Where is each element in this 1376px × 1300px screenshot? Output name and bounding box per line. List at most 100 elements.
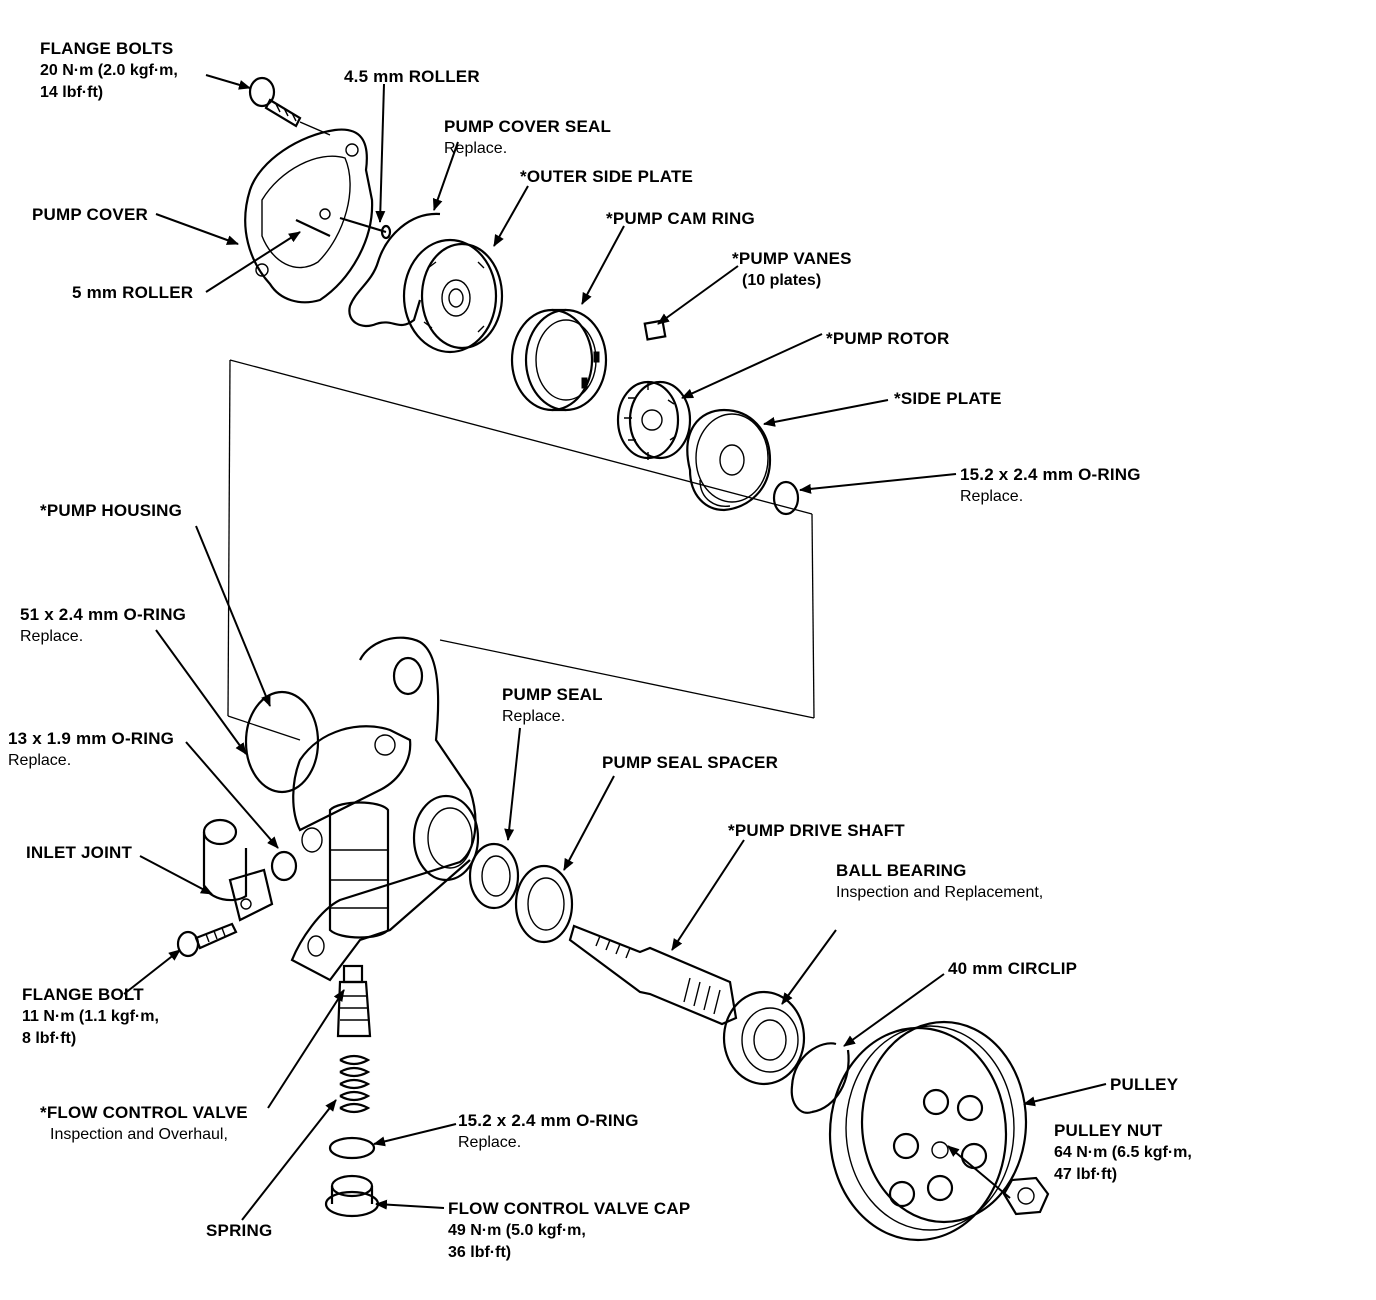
- pulley-nut-title: PULLEY NUT: [1054, 1121, 1163, 1140]
- circlip-40-title: 40 mm CIRCLIP: [948, 959, 1078, 978]
- pump-housing-title: *PUMP HOUSING: [40, 501, 183, 520]
- flange-bolts-spec1: 20 N·m (2.0 kgf·m,: [40, 62, 178, 79]
- o-ring-top-part: [772, 480, 800, 516]
- ball-bearing-title: BALL BEARING: [836, 861, 967, 880]
- pump-cam-ring-title: *PUMP CAM RING: [606, 209, 755, 228]
- pump-seal-title: PUMP SEAL: [502, 685, 603, 704]
- flow-control-valve-cap-part: [324, 1174, 380, 1218]
- side-plate-part: [686, 408, 772, 512]
- o-ring-51-part: [244, 690, 320, 794]
- label-outer-side-plate: *OUTER SIDE PLATE: [520, 166, 693, 188]
- circlip-part: [790, 1042, 850, 1114]
- label-pump-housing: *PUMP HOUSING: [40, 500, 182, 522]
- pump-cover-title: PUMP COVER: [32, 205, 148, 224]
- label-4-5-mm-roller: 4.5 mm ROLLER: [344, 66, 480, 88]
- assembly-guide-lines: [227, 359, 815, 741]
- o-ring-51-title: 51 x 2.4 mm O-RING: [20, 605, 187, 624]
- label-inlet-joint: INLET JOINT: [26, 842, 132, 864]
- label-5-mm-roller: 5 mm ROLLER: [72, 282, 193, 304]
- label-spring: SPRING: [206, 1220, 272, 1242]
- label-flange-bolts: FLANGE BOLTS 20 N·m (2.0 kgf·m, 14 lbf·f…: [40, 38, 178, 104]
- label-flow-control-valve: *FLOW CONTROL VALVE Inspection and Overh…: [40, 1102, 248, 1146]
- label-pump-rotor: *PUMP ROTOR: [826, 328, 949, 350]
- label-o-ring-51: 51 x 2.4 mm O-RING Replace.: [20, 604, 186, 648]
- pump-seal-note: Replace.: [502, 708, 566, 725]
- outer-side-plate-title: *OUTER SIDE PLATE: [520, 167, 694, 186]
- pump-vanes-note: (10 plates): [742, 272, 822, 289]
- spring-part: [339, 1054, 371, 1114]
- flange-bolt-title: FLANGE BOLT: [22, 985, 144, 1004]
- pump-cover-part: [244, 128, 392, 304]
- pump-seal-spacer-part: [514, 864, 574, 944]
- flange-bolts-part: [248, 76, 331, 136]
- flow-control-valve-cap-spec2: 36 lbf·ft): [448, 1244, 512, 1261]
- label-o-ring-13: 13 x 1.9 mm O-RING Replace.: [8, 728, 174, 772]
- label-flow-control-valve-cap: FLOW CONTROL VALVE CAP 49 N·m (5.0 kgf·m…: [448, 1198, 690, 1264]
- label-40-mm-circlip: 40 mm CIRCLIP: [948, 958, 1077, 980]
- flow-control-valve-part: [336, 964, 372, 1038]
- ball-bearing-part: [722, 990, 806, 1086]
- outer-side-plate-part: [402, 238, 504, 354]
- pump-vanes-title: *PUMP VANES: [732, 249, 852, 268]
- o-ring-bottom-part: [328, 1136, 376, 1160]
- inlet-joint-part: [202, 818, 274, 922]
- ball-bearing-note: Inspection and Replacement,: [836, 884, 1044, 901]
- o-ring-13-note: Replace.: [8, 752, 72, 769]
- pump-drive-shaft-part: [568, 924, 738, 1026]
- inlet-joint-title: INLET JOINT: [26, 843, 133, 862]
- label-pump-drive-shaft: *PUMP DRIVE SHAFT: [728, 820, 905, 842]
- pulley-nut-spec2: 47 lbf·ft): [1054, 1166, 1118, 1183]
- flow-control-valve-title: *FLOW CONTROL VALVE: [40, 1103, 248, 1122]
- flange-bolt-part: [176, 922, 238, 958]
- flow-control-valve-note: Inspection and Overhaul,: [50, 1126, 228, 1143]
- o-ring-13-title: 13 x 1.9 mm O-RING: [8, 729, 175, 748]
- o-ring-152-top-title: 15.2 x 2.4 mm O-RING: [960, 465, 1141, 484]
- pulley-nut-part: [1002, 1176, 1050, 1216]
- roller-45-title: 4.5 mm ROLLER: [344, 67, 480, 86]
- label-pump-vanes: *PUMP VANES (10 plates): [732, 248, 852, 292]
- pulley-nut-spec1: 64 N·m (6.5 kgf·m,: [1054, 1144, 1192, 1161]
- pump-cover-seal-title: PUMP COVER SEAL: [444, 117, 612, 136]
- o-ring-152-top-note: Replace.: [960, 488, 1024, 505]
- label-pulley-nut: PULLEY NUT 64 N·m (6.5 kgf·m, 47 lbf·ft): [1054, 1120, 1192, 1186]
- label-pulley: PULLEY: [1110, 1074, 1178, 1096]
- flange-bolt-spec1: 11 N·m (1.1 kgf·m,: [22, 1008, 159, 1025]
- pump-seal-part: [468, 842, 520, 910]
- pump-cam-ring-part: [510, 308, 608, 412]
- pump-rotor-part: [616, 380, 692, 460]
- pump-cover-seal-note: Replace.: [444, 140, 508, 157]
- pump-rotor-title: *PUMP ROTOR: [826, 329, 950, 348]
- label-ball-bearing: BALL BEARING Inspection and Replacement,: [836, 860, 1043, 904]
- roller-5-title: 5 mm ROLLER: [72, 283, 194, 302]
- o-ring-152-bottom-note: Replace.: [458, 1134, 522, 1151]
- o-ring-152-bottom-title: 15.2 x 2.4 mm O-RING: [458, 1111, 639, 1130]
- label-pump-cam-ring: *PUMP CAM RING: [606, 208, 755, 230]
- label-pump-seal: PUMP SEAL Replace.: [502, 684, 603, 728]
- flange-bolts-title: FLANGE BOLTS: [40, 39, 174, 58]
- pump-vanes-part: [643, 319, 667, 341]
- leader-lines: [123, 74, 1107, 1221]
- o-ring-13-part: [270, 850, 298, 882]
- spring-title: SPRING: [206, 1221, 273, 1240]
- flow-control-valve-cap-spec1: 49 N·m (5.0 kgf·m,: [448, 1222, 586, 1239]
- label-pump-cover-seal: PUMP COVER SEAL Replace.: [444, 116, 611, 160]
- label-side-plate: *SIDE PLATE: [894, 388, 1002, 410]
- flange-bolt-spec2: 8 lbf·ft): [22, 1030, 77, 1047]
- o-ring-51-note: Replace.: [20, 628, 84, 645]
- side-plate-title: *SIDE PLATE: [894, 389, 1002, 408]
- label-o-ring-15-2-bottom: 15.2 x 2.4 mm O-RING Replace.: [458, 1110, 639, 1154]
- label-pump-seal-spacer: PUMP SEAL SPACER: [602, 752, 778, 774]
- label-o-ring-15-2-top: 15.2 x 2.4 mm O-RING Replace.: [960, 464, 1141, 508]
- flange-bolts-spec2: 14 lbf·ft): [40, 84, 104, 101]
- pump-cover-seal-part: [348, 212, 441, 328]
- pump-housing-part: [290, 636, 480, 982]
- pulley-part: [828, 1020, 1028, 1242]
- flow-control-valve-cap-title: FLOW CONTROL VALVE CAP: [448, 1199, 691, 1218]
- pump-drive-shaft-title: *PUMP DRIVE SHAFT: [728, 821, 905, 840]
- label-flange-bolt: FLANGE BOLT 11 N·m (1.1 kgf·m, 8 lbf·ft): [22, 984, 159, 1050]
- pulley-title: PULLEY: [1110, 1075, 1179, 1094]
- pump-seal-spacer-title: PUMP SEAL SPACER: [602, 753, 779, 772]
- label-pump-cover: PUMP COVER: [32, 204, 148, 226]
